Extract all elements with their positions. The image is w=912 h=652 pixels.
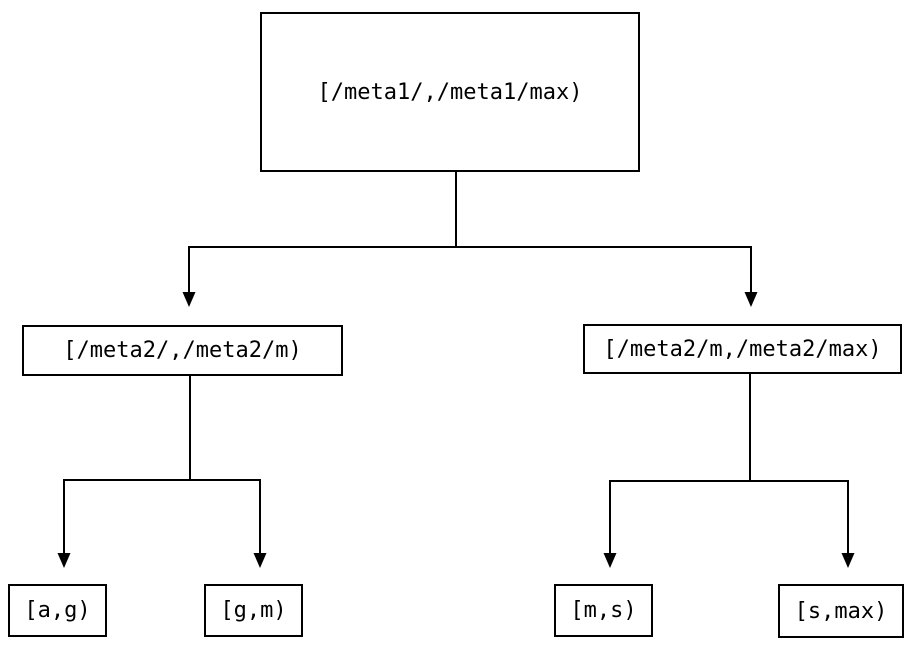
tree-leaf-smax: [s,max): [778, 584, 904, 638]
arrow-down-icon: [182, 292, 196, 307]
tree-leaf-gm: [g,m): [204, 584, 303, 637]
tree-leaf-ms-label: [m,s): [570, 598, 637, 623]
tree-leaf-smax-label: [s,max): [794, 598, 888, 624]
arrow-down-icon: [253, 553, 267, 568]
tree-node-meta2-high-label: [/meta2/m,/meta2/max): [603, 336, 882, 362]
arrow-down-icon: [57, 553, 71, 568]
tree-node-root-label: [/meta1/,/meta1/max): [317, 79, 583, 105]
tree-node-meta2-low-label: [/meta2/,/meta2/m): [63, 338, 302, 363]
tree-leaf-gm-label: [g,m): [220, 598, 287, 623]
tree-node-root: [/meta1/,/meta1/max): [260, 12, 640, 172]
tree-leaf-ag-label: [a,g): [24, 598, 91, 623]
arrow-down-icon: [744, 292, 758, 307]
arrow-down-icon: [603, 553, 617, 568]
tree-node-meta2-low: [/meta2/,/meta2/m): [22, 325, 343, 376]
tree-leaf-ag: [a,g): [8, 584, 107, 637]
tree-node-meta2-high: [/meta2/m,/meta2/max): [583, 324, 902, 374]
arrow-down-icon: [841, 553, 855, 568]
tree-leaf-ms: [m,s): [554, 584, 653, 637]
